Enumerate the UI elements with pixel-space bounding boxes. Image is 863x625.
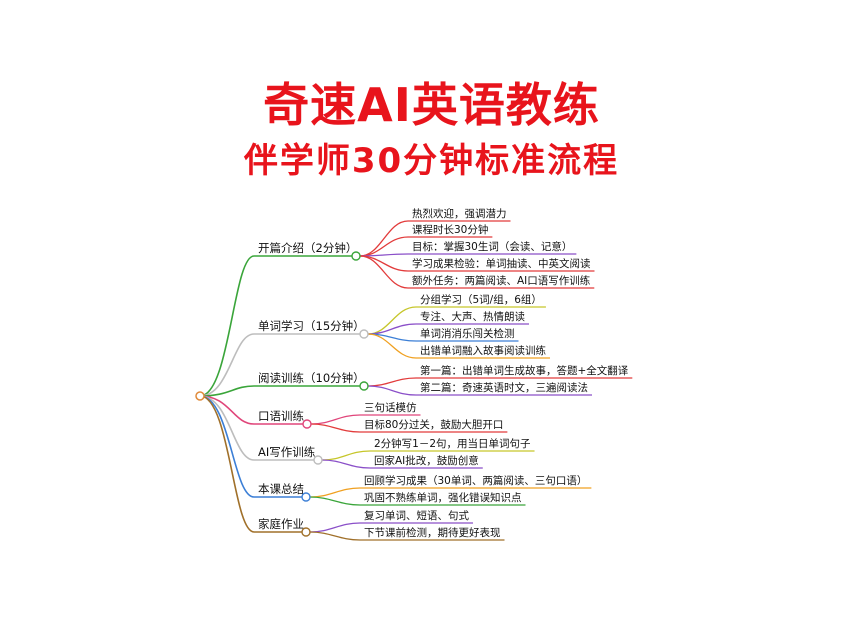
leaf-connector — [367, 333, 417, 359]
leaf-label: 下节课前检测，期待更好表现 — [364, 526, 501, 539]
branch-node-circle — [301, 492, 311, 502]
mind-map-nodes: 开篇介绍（2分钟） 热烈欢迎，强调潜力课程时长30分钟目标：掌握30生词（会读、记… — [195, 207, 629, 539]
leaf-label: 回顾学习成果（30单词、两篇阅读、三句口语） — [364, 474, 587, 487]
mind-map-edges — [199, 220, 633, 541]
leaf-label: 目标：掌握30生词（会读、记意） — [412, 240, 572, 253]
branch-connector — [199, 333, 255, 397]
branch-node-circle — [359, 329, 369, 339]
leaf-connector — [367, 377, 417, 387]
branch-node-circle — [359, 381, 369, 391]
branch-label: 本课总结 — [258, 482, 304, 496]
leaf-label: 三句话模仿 — [364, 401, 417, 414]
leaf-label: 课程时长30分钟 — [412, 223, 488, 236]
leaf-label: 出错单词融入故事阅读训练 — [420, 344, 546, 357]
leaf-label: 额外任务：两篇阅读、AI口语写作训练 — [412, 274, 591, 287]
branch-label: 开篇介绍（2分钟） — [258, 241, 357, 255]
leaf-label: 回家AI批改，鼓励创意 — [374, 454, 479, 467]
branch-connector — [199, 395, 255, 461]
branch-connector — [199, 255, 255, 397]
branch-connector — [199, 395, 255, 533]
leaf-connector — [309, 522, 361, 533]
branch-connector — [199, 385, 255, 397]
branch-node-circle — [351, 251, 361, 261]
leaf-connector — [321, 450, 371, 461]
leaf-label: 巩固不熟练单词，强化错误知识点 — [364, 491, 522, 504]
branch-label: AI写作训练 — [258, 445, 316, 459]
leaf-connector — [309, 496, 361, 506]
leaf-label: 2分钟写1－2句，用当日单词句子 — [374, 437, 531, 450]
root-node-circle — [195, 391, 205, 401]
leaf-connector — [367, 385, 417, 396]
leaf-label: 第二篇：奇速英语时文，三遍阅读法 — [420, 381, 588, 394]
leaf-connector — [359, 255, 409, 272]
branch-node-circle — [302, 419, 312, 429]
page-subtitle: 伴学师30分钟标准流程 — [243, 141, 620, 181]
leaf-label: 热烈欢迎，强调潜力 — [412, 207, 507, 220]
branch-label: 单词学习（15分钟） — [258, 319, 365, 333]
leaf-label: 分组学习（5词/组，6组） — [420, 293, 542, 306]
leaf-connector — [367, 306, 417, 335]
leaf-label: 学习成果检验：单词抽读、中英文阅读 — [412, 257, 591, 270]
leaf-label: 专注、大声、热情朗读 — [420, 310, 525, 323]
branch-node-circle — [313, 455, 323, 465]
leaf-label: 单词消消乐闯关检测 — [420, 327, 515, 340]
leaf-label: 目标80分过关，鼓励大胆开口 — [364, 418, 503, 431]
leaf-connector — [359, 236, 409, 257]
branch-label: 口语训练 — [258, 409, 304, 423]
leaf-connector — [309, 531, 361, 541]
branch-label: 家庭作业 — [258, 517, 304, 531]
leaf-connector — [309, 487, 361, 498]
leaf-label: 第一篇：出错单词生成故事，答题+全文翻译 — [420, 364, 629, 377]
leaf-connector — [310, 423, 361, 433]
leaf-connector — [310, 414, 361, 425]
leaf-label: 复习单词、短语、句式 — [364, 509, 469, 522]
leaf-connector — [359, 255, 409, 289]
page-title: 奇速AI英语教练 — [263, 78, 600, 132]
leaf-connector — [359, 220, 409, 257]
leaf-connector — [321, 459, 371, 469]
branch-node-circle — [301, 527, 311, 537]
branch-label: 阅读训练（10分钟） — [258, 371, 365, 385]
